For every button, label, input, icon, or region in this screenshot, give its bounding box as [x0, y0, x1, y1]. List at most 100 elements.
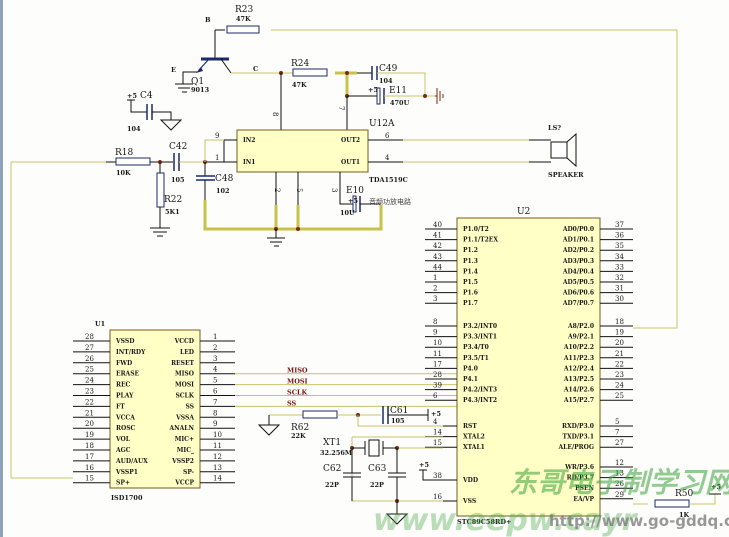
r50-value: 1K — [679, 511, 690, 519]
net-label-mosi: MOSI — [287, 378, 308, 386]
isd-pin-name: PLAY — [116, 393, 134, 400]
amp-note: 音频功放电路 — [369, 197, 411, 206]
e10-value: 10U — [340, 209, 355, 217]
e10-ref: E10 — [346, 186, 364, 196]
isd-pin-num: 3 — [213, 355, 217, 363]
mcu-pin-name: A10/P2.2 — [563, 344, 594, 351]
mcu-pin-num: 30 — [615, 295, 624, 303]
mcu-ref: U2 — [517, 207, 530, 217]
mcu-pin-name: P1.3 — [463, 258, 478, 265]
capacitor-c62: C62 22P — [323, 448, 361, 501]
c62-ref: C62 — [323, 464, 341, 474]
mcu-pin-num: 15 — [433, 439, 442, 447]
r62-value: 22K — [291, 432, 306, 440]
net-label-sclk: SCLK — [287, 389, 307, 397]
e10-plus: +5 — [348, 197, 358, 205]
mcu-pin-num: 26 — [615, 480, 624, 488]
capacitor-c4: +5 C4 104 — [127, 91, 183, 133]
resistor-r22: R22 5K1 — [150, 162, 182, 237]
capacitor-c63: C63 22P — [368, 448, 406, 501]
mcu-pin-num: 44 — [433, 263, 442, 271]
amp-pinnum-6: 6 — [385, 132, 390, 140]
isd-ref: U1 — [95, 320, 105, 328]
mcu-pin-name: WR/P3.6 — [564, 464, 594, 471]
speaker-part: SPEAKER — [548, 171, 584, 179]
capacitor-c48: C48 102 — [196, 162, 234, 200]
isd-pin-name: VSSD — [115, 338, 134, 345]
r24-value: 47K — [292, 81, 307, 89]
amp-pinnum-7: 7 — [337, 106, 345, 110]
c61-ref: C61 — [390, 406, 408, 416]
amp-pinnum-8: 8 — [271, 112, 279, 116]
isd-pin-name: VOL — [115, 436, 131, 443]
isd-pin-name: SS — [185, 403, 194, 410]
mcu-pin-num: 7 — [615, 429, 619, 437]
amp-pin-out2: OUT2 — [341, 137, 360, 144]
r24-ref: R24 — [291, 59, 310, 69]
mcu-pin-name: AD2/P0.2 — [562, 247, 594, 254]
capacitor-c61: C61 105 +5 — [382, 406, 441, 425]
isd-pin-name: VSSA — [175, 414, 194, 421]
amp-ref: U12A — [369, 119, 395, 129]
amp-pin-out1: OUT1 — [341, 159, 360, 166]
c4-value: 104 — [127, 125, 141, 133]
mcu-pin-name: P3.2/INT0 — [463, 323, 497, 330]
isd-pin-num: 9 — [213, 420, 217, 428]
watermark-cn: 东哥电子制学习网 — [509, 466, 729, 499]
r50-power: +5 — [711, 483, 721, 491]
mcu-pin-num: 17 — [433, 360, 442, 368]
mcu-pin-num: 20 — [615, 339, 624, 347]
mcu-pin-num: 10 — [433, 339, 442, 347]
watermark-faint: www.eepw.cayr — [373, 503, 639, 537]
amp-pin-in2: IN2 — [243, 137, 255, 144]
mcu-pin-name: P3.4/T0 — [463, 344, 489, 351]
mcu-pin-num: 4 — [433, 418, 438, 426]
mcu-pin-num: 1 — [433, 274, 437, 282]
c42-value: 105 — [171, 176, 185, 184]
mcu-pin-num: 9 — [433, 329, 437, 337]
c49-value: 104 — [379, 77, 393, 85]
isd-pin-name: SCLK — [175, 393, 194, 400]
mcu-pin-num: 40 — [433, 221, 442, 229]
transistor-q1: B E C Q1 9013 — [171, 16, 281, 94]
isd-pin-num: 20 — [85, 420, 94, 428]
mcu-pin-num: 19 — [615, 329, 624, 337]
isd-pin-name: MIC+ — [175, 436, 194, 443]
mcu-pin-name: AD5/P0.5 — [562, 279, 594, 286]
isd-pin-name: AUD/AUX — [115, 458, 148, 465]
watermark-url: http://www.go-gddq.com — [549, 512, 729, 530]
mcu-pin-name: AD6/P0.6 — [562, 290, 594, 297]
c63-value: 22P — [370, 481, 384, 489]
isd-pin-name: INT/RDY — [116, 349, 146, 356]
mcu-pin-num: 6 — [433, 392, 438, 400]
isd-pin-name: LED — [180, 349, 194, 356]
c62-value: 22P — [325, 481, 339, 489]
isd-pin-name: ANALN — [169, 425, 195, 432]
mcu-pin-num: 28 — [433, 371, 442, 379]
mcu-pin-name: RXD/P3.0 — [562, 423, 594, 430]
r22-value: 5K1 — [165, 208, 180, 216]
crystal-xt1: XT1 32.256M — [320, 438, 397, 457]
c48-value: 102 — [216, 187, 230, 195]
isd-pin-name: VCCD — [174, 338, 194, 345]
mcu-pin-name: AD4/P0.4 — [562, 268, 594, 275]
isd-pin-name: SP- — [183, 469, 195, 476]
c48-ref: C48 — [215, 174, 234, 184]
mcu-pin-name: A8/P2.0 — [567, 323, 594, 330]
isd-pin-name: ERASE — [116, 371, 140, 378]
capacitor-c42: C42 105 — [169, 142, 206, 184]
mcu-pin-num: 13 — [615, 470, 624, 478]
mcu-pin-name: P1.1/T2EX — [463, 237, 498, 244]
mcu-pin-name: A14/P2.6 — [563, 387, 594, 394]
e11-ref: E11 — [389, 86, 407, 96]
amp-pinnum-5: 5 — [295, 188, 303, 192]
mcu-pin-num: 12 — [615, 459, 624, 467]
isd-pin-name: AGC — [115, 447, 131, 454]
isd-pin-num: 10 — [213, 431, 222, 439]
amp-pinnum-2: 2 — [273, 188, 281, 192]
q1-pin-b: B — [205, 16, 211, 24]
mcu-pin-num: 3 — [433, 295, 437, 303]
mcu-pin-name: TXD/P3.1 — [563, 434, 594, 441]
isd-pin-name: VCCP — [174, 480, 194, 487]
c4-power: +5 — [127, 92, 137, 100]
